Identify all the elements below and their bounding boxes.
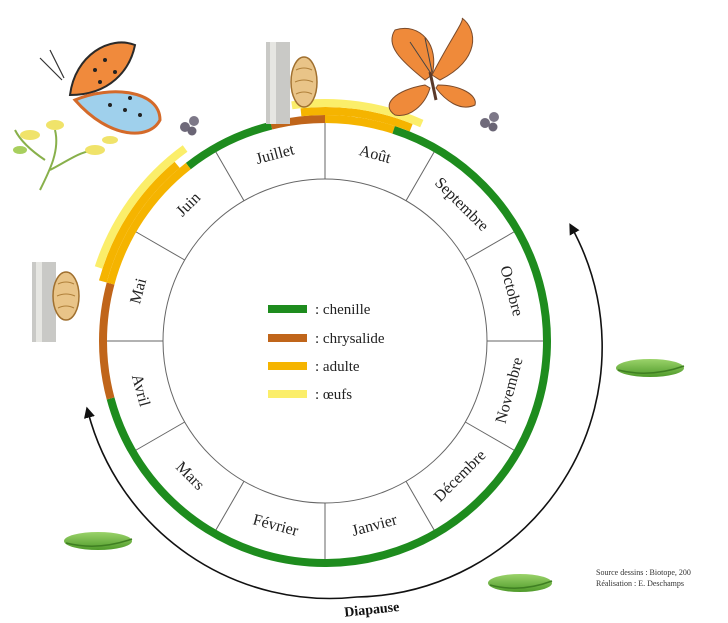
caterpillar-icon [616, 359, 684, 377]
legend-label-adulte: : adulte [315, 359, 360, 375]
butterfly-upperside-icon [389, 18, 475, 115]
legend-label-chrysalide: : chrysalide [315, 331, 385, 347]
legend-label-chenille: : chenille [315, 302, 371, 318]
legend-label-oeufs: : œufs [315, 387, 352, 403]
chrysalis-icon [32, 262, 79, 342]
legend-swatch-chenille [268, 305, 307, 313]
diapause-label: Diapause [344, 600, 400, 621]
credit-realisation: Réalisation : E. Deschamps [596, 579, 684, 588]
legend-swatch-adulte [268, 362, 307, 370]
credit-source: Source dessins : Biotope, 200 [596, 568, 691, 577]
caterpillar-icon [488, 574, 552, 592]
legend-swatch-oeufs [268, 390, 307, 398]
egg-icon [180, 116, 199, 136]
egg-icon [480, 112, 499, 132]
legend-swatch-chrysalide [268, 334, 307, 342]
butterfly-underside-icon [13, 42, 160, 190]
caterpillar-icon [64, 532, 132, 550]
